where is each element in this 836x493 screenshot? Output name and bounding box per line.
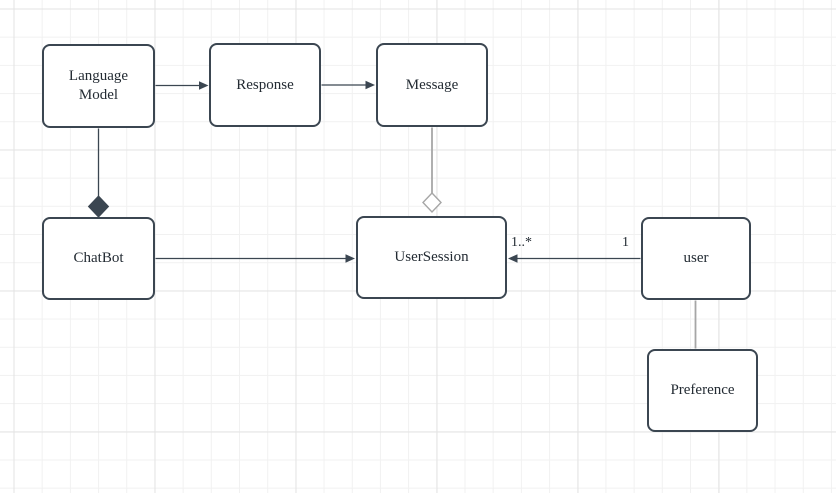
node-message[interactable]: Message bbox=[376, 43, 488, 127]
arrowhead-icon bbox=[199, 81, 209, 90]
arrowhead-icon bbox=[365, 80, 375, 90]
arrowhead-icon bbox=[345, 254, 355, 263]
node-label: Language Model bbox=[68, 68, 129, 103]
edge-user-usersession[interactable] bbox=[508, 254, 641, 263]
node-label: user bbox=[683, 250, 709, 267]
node-usersession[interactable]: UserSession bbox=[356, 216, 507, 299]
edge-message-usersession[interactable] bbox=[422, 127, 442, 214]
edge-languagemodel-response[interactable] bbox=[155, 81, 209, 90]
node-language-model[interactable]: Language Model bbox=[42, 44, 155, 128]
node-user[interactable]: user bbox=[641, 217, 751, 300]
edge-response-message[interactable] bbox=[321, 80, 376, 90]
edge-languagemodel-chatbot[interactable] bbox=[87, 128, 110, 218]
multiplicity-label-source[interactable]: 1 bbox=[622, 235, 629, 250]
node-chatbot[interactable]: ChatBot bbox=[42, 217, 155, 300]
multiplicity-label-target[interactable]: 1..* bbox=[511, 235, 532, 250]
node-label: Preference bbox=[670, 382, 735, 399]
node-label: UserSession bbox=[394, 249, 469, 266]
node-label: ChatBot bbox=[73, 250, 124, 267]
node-response[interactable]: Response bbox=[209, 43, 321, 127]
node-preference[interactable]: Preference bbox=[647, 349, 758, 432]
node-label: Response bbox=[236, 76, 294, 93]
arrowhead-icon bbox=[508, 254, 518, 263]
edge-chatbot-usersession[interactable] bbox=[155, 254, 356, 263]
node-label: Message bbox=[405, 76, 459, 93]
aggregation-diamond-icon bbox=[422, 191, 442, 214]
composition-diamond-icon bbox=[87, 195, 110, 218]
